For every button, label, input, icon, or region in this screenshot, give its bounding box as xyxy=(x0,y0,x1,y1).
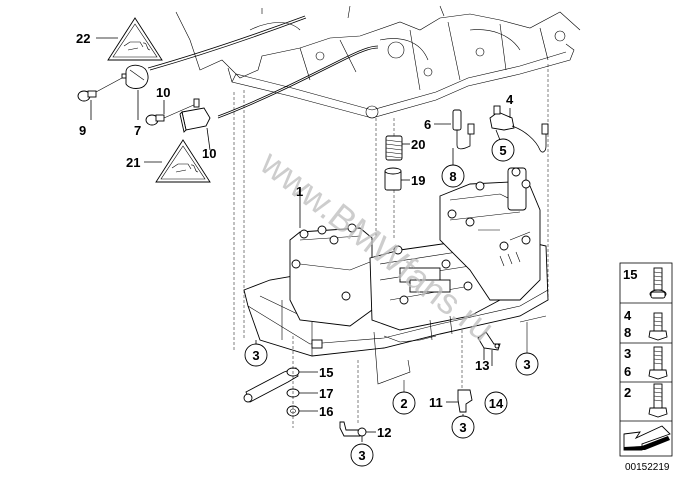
speed-sensor-9 xyxy=(121,64,149,89)
warning-triangle-22 xyxy=(107,17,163,61)
svg-text:3: 3 xyxy=(252,348,259,363)
hex-bolt-medium-icon xyxy=(648,346,668,380)
svg-text:3: 3 xyxy=(523,357,530,372)
callouts: 22 9 7 10 10 21 1 20 19 6 4 15 17 16 12 … xyxy=(76,31,514,440)
callout-16[interactable]: 15 xyxy=(319,365,333,380)
callout-1[interactable]: 1 xyxy=(296,184,303,199)
callout-15[interactable]: 14 xyxy=(484,391,508,415)
callout-10-right[interactable]: 10 xyxy=(156,85,170,100)
spring-20 xyxy=(385,135,403,161)
legend-row-3-6[interactable]: 3 6 xyxy=(624,346,668,380)
svg-text:14: 14 xyxy=(489,396,504,411)
image-code: 00152219 xyxy=(625,462,670,473)
temperature-sensor-7 xyxy=(452,109,475,150)
callout-9[interactable]: 7 xyxy=(134,123,141,138)
callout-18[interactable]: 17 xyxy=(319,386,333,401)
callout-19[interactable]: 19 xyxy=(411,173,425,188)
callout-7[interactable]: 6 xyxy=(424,117,431,132)
hex-bolt-short-icon xyxy=(648,312,668,341)
callout-8[interactable]: 8 xyxy=(441,164,465,188)
svg-text:6: 6 xyxy=(624,364,631,379)
legend-row-2[interactable]: 2 xyxy=(624,383,668,418)
callout-22[interactable]: 22 xyxy=(76,31,90,46)
detent-lever-4 xyxy=(243,367,299,403)
legend-row-15[interactable]: 15 xyxy=(623,267,667,299)
warning-triangle-21 xyxy=(155,139,211,183)
svg-text:4: 4 xyxy=(624,308,632,323)
callout-20[interactable]: 20 xyxy=(411,137,425,152)
transmission-housing xyxy=(175,5,581,119)
speed-sensor-11 xyxy=(179,98,211,133)
svg-text:3: 3 xyxy=(459,420,466,435)
flange-bolt-icon xyxy=(649,267,667,299)
svg-text:8: 8 xyxy=(624,325,631,340)
callout-13[interactable]: 12 xyxy=(377,425,391,440)
sleeve-19 xyxy=(384,167,402,191)
bolt-10-right xyxy=(145,114,165,126)
svg-text:3: 3 xyxy=(358,448,365,463)
valve-body-1 xyxy=(243,167,549,357)
svg-text:2: 2 xyxy=(400,396,407,411)
callout-3-right[interactable]: 3 xyxy=(515,352,539,376)
callout-17[interactable]: 16 xyxy=(319,404,333,419)
bracket-13 xyxy=(339,421,367,437)
callout-4[interactable]: 3 xyxy=(244,343,268,367)
direction-arrow-icon xyxy=(623,425,671,451)
svg-text:2: 2 xyxy=(624,385,631,400)
callout-6[interactable]: 5 xyxy=(491,138,515,162)
callout-11[interactable]: 10 xyxy=(202,146,216,161)
callout-12[interactable]: 11 xyxy=(429,395,443,410)
legend-row-4-8[interactable]: 4 8 xyxy=(624,308,668,341)
circled-callouts: 8 5 3 2 3 14 3 3 xyxy=(244,138,539,467)
bolt-10-left xyxy=(77,90,97,102)
fastener-legend: 15 4 8 3 6 xyxy=(619,262,673,473)
sensor-wires xyxy=(147,15,379,119)
svg-text:15: 15 xyxy=(623,267,637,282)
callout-3-bottom[interactable]: 3 xyxy=(350,443,374,467)
svg-text:8: 8 xyxy=(449,169,456,184)
callout-5[interactable]: 4 xyxy=(506,92,514,107)
callout-21[interactable]: 21 xyxy=(126,155,140,170)
callout-2[interactable]: 2 xyxy=(392,391,416,415)
clip-12 xyxy=(457,389,473,413)
callout-3-middle[interactable]: 3 xyxy=(451,415,475,439)
svg-text:5: 5 xyxy=(499,143,506,158)
callout-14[interactable]: 13 xyxy=(475,358,489,373)
hex-bolt-long-icon xyxy=(648,383,668,418)
svg-text:3: 3 xyxy=(624,346,631,361)
guide-lines xyxy=(233,64,549,424)
pressure-sensor-5 xyxy=(489,105,549,153)
callout-10-left[interactable]: 9 xyxy=(79,123,86,138)
